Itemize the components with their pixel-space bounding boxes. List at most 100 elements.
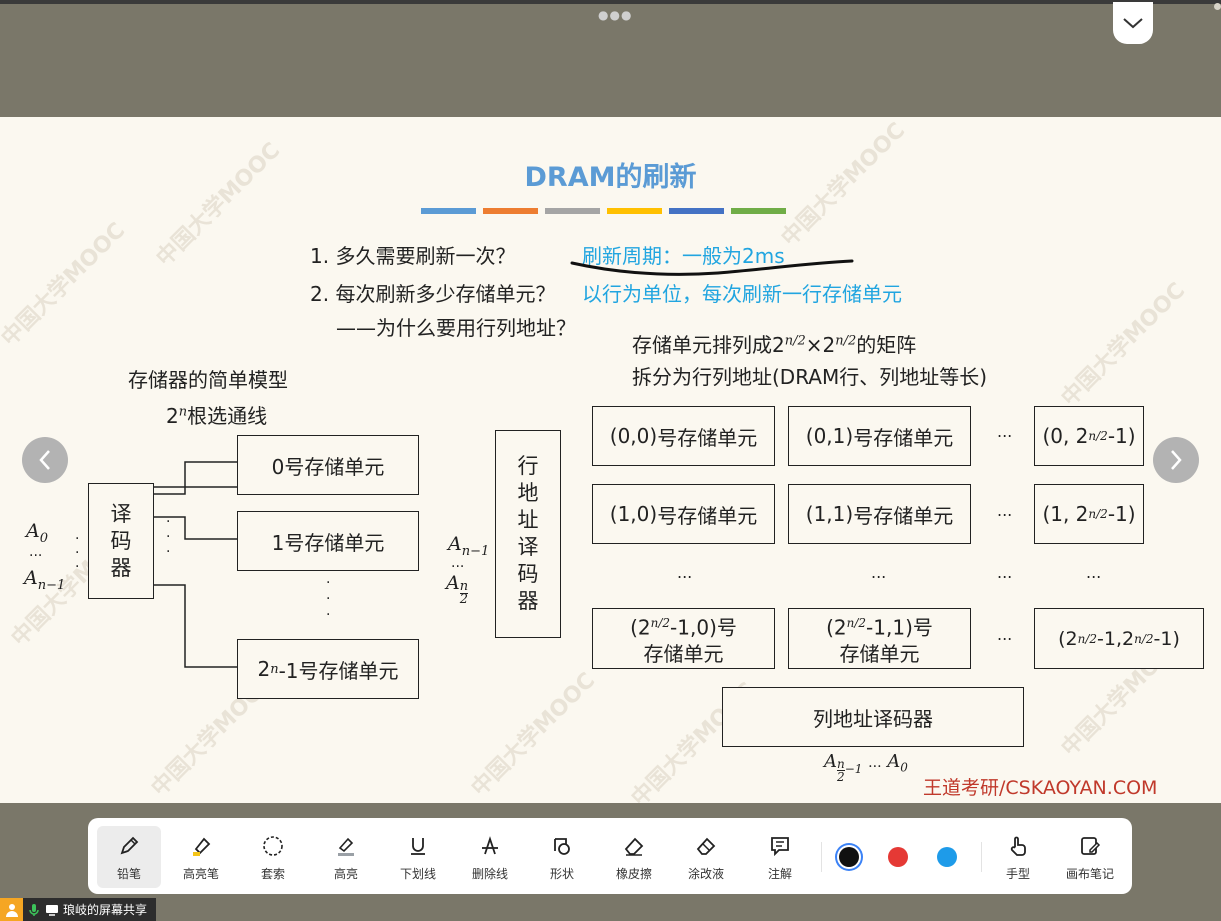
matrix-desc: 存储单元排列成2n/2×2n/2的矩阵	[632, 333, 917, 357]
annotation-toolbar: 铅笔 高亮笔 套索 高亮 下划线 删除线 形状 橡皮擦 涂改液 注解	[88, 818, 1132, 894]
question-1: 1. 多久需要刷新一次？	[310, 244, 516, 268]
strikethrough-icon	[482, 835, 498, 854]
screen-share-icon	[46, 904, 58, 916]
brand-label: 王道考研/CSKAOYAN.COM	[923, 777, 1158, 799]
title-stripes	[421, 208, 793, 214]
tool-label: 高亮	[333, 866, 358, 881]
tool-note[interactable]: 注解	[748, 826, 812, 888]
matrix-ellipsis: ...	[871, 563, 887, 582]
matrix-cell-1-0: (1,0)号存储单元	[592, 484, 775, 544]
microphone-icon	[29, 903, 39, 916]
tool-canvas-notes[interactable]: 画布笔记	[1058, 826, 1122, 888]
cell-dots: ···	[326, 575, 331, 623]
hand-icon	[1010, 836, 1026, 856]
tool-label: 注解	[767, 866, 792, 881]
tool-label: 套索	[260, 866, 285, 881]
addr-a0: A0	[26, 520, 49, 546]
tool-label: 铅笔	[116, 866, 141, 881]
matrix-cell-0-0: (0,0)号存储单元	[592, 406, 775, 466]
tool-label: 手型	[1005, 866, 1030, 881]
answer-1: 刷新周期：一般为2ms	[582, 244, 785, 268]
color-blue-swatch[interactable]	[937, 847, 957, 867]
decoder-dots: ···	[166, 514, 171, 560]
tool-lasso[interactable]: 套索	[241, 826, 305, 888]
row-addr-an1: An−1	[448, 533, 490, 559]
select-lines-label: 2n根选通线	[166, 404, 268, 428]
chevron-left-icon	[39, 450, 50, 470]
matrix-cell-1-1: (1,1)号存储单元	[788, 484, 971, 544]
tool-underline[interactable]: 下划线	[386, 826, 450, 888]
cell-1: 1号存储单元	[237, 511, 419, 571]
tool-highlighter[interactable]: 高亮笔	[169, 826, 233, 888]
slide-canvas: 中国大学MOOC 中国大学MOOC 中国大学MOOC 中国大学MOOC 中国大学…	[0, 117, 1221, 803]
user-icon	[5, 903, 18, 917]
lasso-icon	[263, 835, 283, 856]
tool-hand[interactable]: 手型	[986, 826, 1050, 888]
answer-2: 以行为单位，每次刷新一行存储单元	[582, 282, 902, 306]
tool-highlight[interactable]: 高亮	[314, 826, 378, 888]
pencil-icon	[120, 836, 139, 854]
tool-label: 橡皮擦	[615, 866, 652, 881]
split-desc: 拆分为行列地址(DRAM行、列地址等长)	[632, 365, 988, 389]
question-2: 2. 每次刷新多少存储单元？	[310, 282, 556, 306]
collapse-button[interactable]	[1113, 2, 1153, 44]
tool-shape[interactable]: 形状	[530, 826, 594, 888]
tool-label: 形状	[549, 866, 574, 881]
question-3: ——为什么要用行列地址？	[336, 316, 576, 340]
tool-label: 涂改液	[687, 866, 724, 881]
matrix-ellipsis: ...	[997, 563, 1013, 582]
matrix-ellipsis: ...	[1086, 563, 1102, 582]
tool-label: 删除线	[471, 866, 508, 881]
tool-label: 高亮笔	[182, 866, 219, 881]
col-decoder-box: 列地址译码器	[722, 687, 1024, 747]
eraser-icon	[624, 837, 644, 856]
tool-label: 画布笔记	[1065, 866, 1114, 881]
underline-icon	[411, 837, 425, 855]
share-label: 琅岐的屏幕共享	[63, 903, 148, 917]
toolbar-divider	[981, 842, 982, 872]
tool-correction-fluid[interactable]: 涂改液	[674, 826, 738, 888]
tool-eraser[interactable]: 橡皮擦	[602, 826, 666, 888]
matrix-ellipsis: ...	[997, 422, 1013, 441]
tool-label: 下划线	[399, 866, 436, 881]
slide-title: DRAM的刷新	[524, 162, 697, 193]
matrix-ellipsis: ...	[677, 563, 693, 582]
next-slide-button[interactable]	[1153, 437, 1199, 483]
color-red-swatch[interactable]	[888, 847, 908, 867]
correction-fluid-icon	[696, 837, 716, 855]
cell-0: 0号存储单元	[237, 435, 419, 495]
highlight-icon	[338, 837, 354, 856]
addr-dots: ···	[75, 531, 80, 575]
matrix-ellipsis: ...	[997, 501, 1013, 520]
note-icon	[771, 836, 789, 856]
ink-underline	[570, 259, 854, 276]
matrix-cell-last-0: (2n/2-1,0)号 存储单元	[592, 608, 775, 669]
screen-share-indicator[interactable]: 琅岐的屏幕共享	[0, 898, 156, 921]
matrix-ellipsis: ...	[997, 625, 1013, 644]
decoder-box: 译码器	[88, 483, 154, 599]
shape-icon	[554, 837, 570, 855]
top-frame-bar	[0, 0, 1221, 4]
addr-an1: An−1	[24, 567, 66, 593]
addr-ellipsis: ...	[29, 544, 43, 560]
tool-pencil[interactable]: 铅笔	[97, 826, 161, 888]
window-dot-icon	[1214, 3, 1221, 10]
row-addr-ellipsis: ...	[451, 555, 465, 571]
toolbar-divider	[821, 842, 822, 872]
drag-handle-icon[interactable]: ●●●	[598, 8, 633, 22]
chevron-right-icon	[1171, 450, 1182, 470]
model-wires	[154, 461, 237, 668]
color-black-swatch[interactable]	[839, 847, 859, 867]
tool-strikethrough[interactable]: 删除线	[458, 826, 522, 888]
canvas-notes-icon	[1081, 836, 1101, 855]
prev-slide-button[interactable]	[22, 437, 68, 483]
highlighter-icon	[193, 837, 211, 856]
model-heading: 存储器的简单模型	[128, 368, 288, 392]
matrix-cell-0-1: (0,1)号存储单元	[788, 406, 971, 466]
